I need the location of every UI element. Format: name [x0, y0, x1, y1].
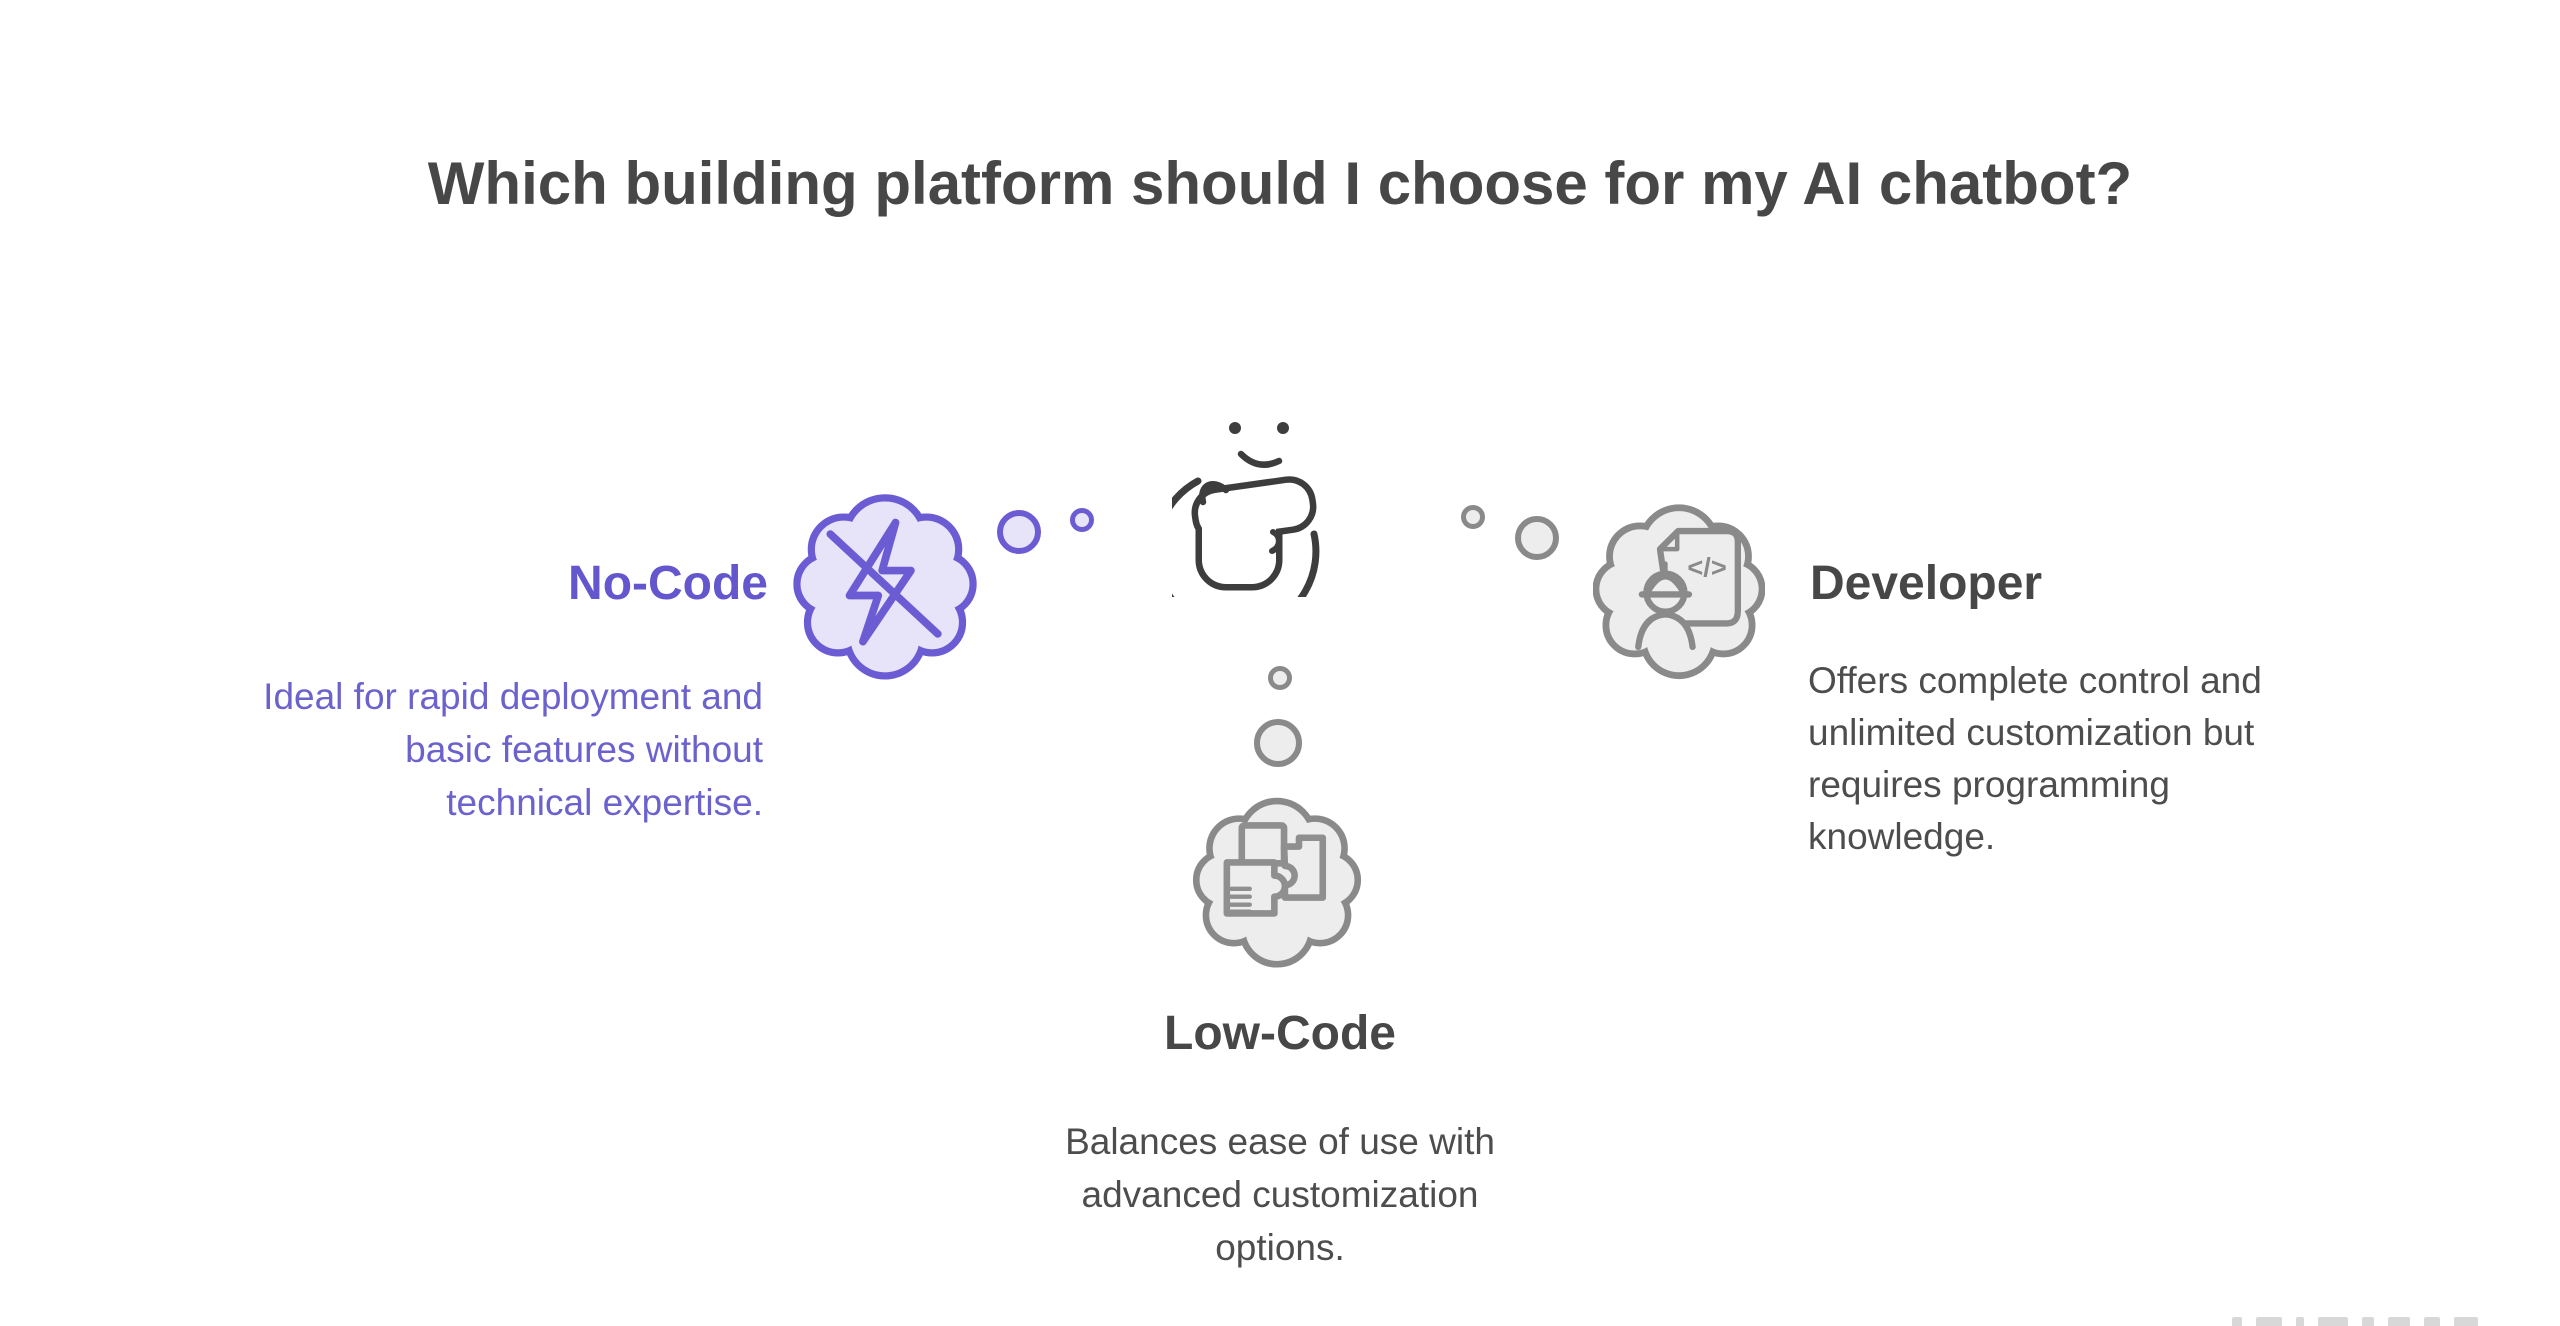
developer-heading: Developer [1810, 557, 2043, 610]
thinking-face-icon [1172, 422, 1320, 597]
code-glyph: </> [1687, 551, 1726, 582]
thought-bubble-dot [1254, 719, 1302, 767]
puzzle-icon [1223, 822, 1327, 917]
flash-off-icon [826, 518, 942, 646]
no-code-heading: No-Code [568, 557, 768, 610]
page-title: Which building platform should I choose … [427, 150, 2133, 217]
thought-bubble-dot [1268, 666, 1292, 690]
engineer-code-icon: </> [1635, 527, 1742, 651]
low-code-description: Balances ease of use with advanced custo… [1065, 1121, 1495, 1268]
thought-bubble-dot [997, 510, 1041, 554]
cropped-watermark [2232, 1317, 2520, 1326]
thought-bubble-dot [1515, 516, 1559, 560]
thought-cloud-no-code [800, 501, 970, 673]
thought-cloud-developer: </> [1599, 511, 1759, 673]
thought-bubble-dot [1461, 505, 1485, 529]
thought-cloud-low-code [1199, 804, 1355, 961]
no-code-description: Ideal for rapid deployment and basic fea… [263, 676, 763, 823]
developer-description: Offers complete control and unlimited cu… [1808, 660, 2262, 857]
low-code-heading: Low-Code [1164, 1007, 1396, 1060]
thought-bubble-dot [1070, 508, 1094, 532]
